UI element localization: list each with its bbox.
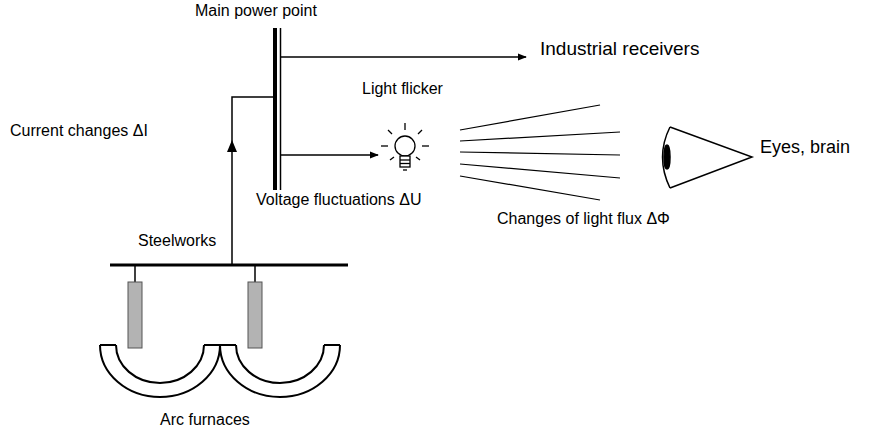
busbar-line (280, 28, 282, 190)
busbar (273, 28, 277, 190)
label: Changes of light flux ΔΦ (497, 210, 670, 228)
label: Industrial receivers (540, 38, 699, 60)
label: Current changes ΔI (10, 122, 148, 140)
arc-furnace (220, 345, 340, 397)
feeder-arrow (281, 56, 526, 58)
label: Arc furnaces (160, 411, 250, 429)
label: Eyes, brain (760, 137, 850, 158)
electrode (248, 282, 262, 348)
label: Light flicker (362, 80, 443, 98)
electrode (128, 282, 142, 348)
label: Steelworks (138, 232, 216, 250)
light-rays (460, 105, 620, 200)
electrode-lead (134, 265, 136, 282)
supply-line (232, 97, 273, 265)
feeder-arrow (281, 154, 378, 156)
label: Main power point (195, 2, 317, 20)
arc-furnace (100, 345, 220, 397)
light-bulb (381, 123, 429, 170)
label: Voltage fluctuations ΔU (256, 191, 421, 209)
steelworks-bus (110, 264, 348, 267)
eye-symbol (663, 127, 753, 188)
current-arrow (227, 140, 237, 152)
electrode-lead (254, 265, 256, 282)
